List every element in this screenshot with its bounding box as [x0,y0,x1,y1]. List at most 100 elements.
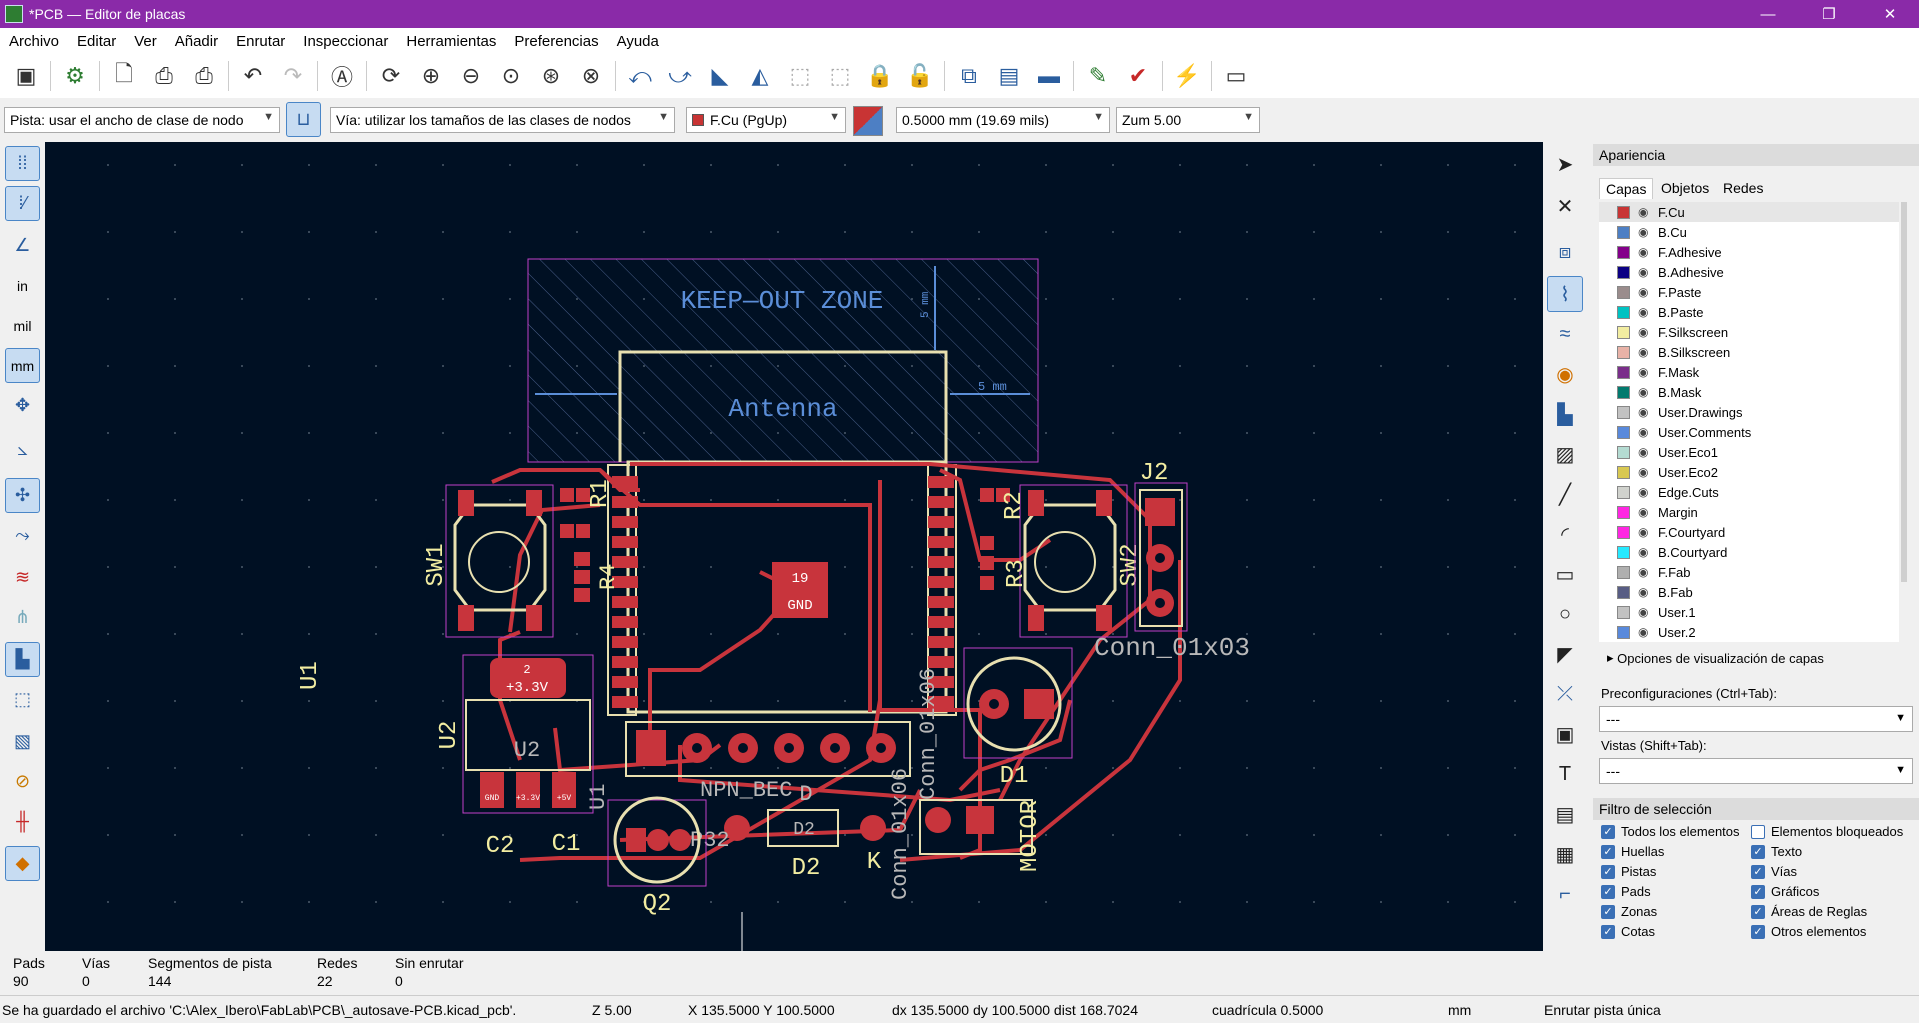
autoroute-icon[interactable]: ✎ [1088,63,1108,88]
filter-checkbox[interactable]: ✓Pads [1601,884,1651,899]
graphic-outline-icon[interactable]: ⊘ [14,771,31,791]
checkbox-checked-icon[interactable]: ✓ [1601,864,1615,879]
undo-icon[interactable]: ↶ [243,63,263,88]
add-text-icon[interactable]: T [1558,762,1572,785]
filter-checkbox[interactable]: ✓Vías [1751,864,1797,879]
layer-color-swatch[interactable] [1617,305,1630,319]
q2-body[interactable] [613,796,701,884]
units-mil-button[interactable]: mil [13,317,32,334]
maximize-button[interactable]: ❐ [1822,6,1836,23]
find-icon[interactable]: Ⓐ [330,65,353,90]
layer-color-swatch[interactable] [1617,285,1630,299]
layer-color-swatch[interactable] [1617,225,1630,239]
filter-checkbox[interactable]: ✓Zonas [1601,904,1657,919]
tune-length-icon[interactable]: ≈ [1559,322,1571,345]
zoom-selection-icon[interactable]: ⊗ [581,63,601,88]
checkbox-checked-icon[interactable]: ✓ [1751,924,1765,939]
eye-icon[interactable]: ◉ [1638,205,1649,219]
draw-line-icon[interactable]: ╱ [1558,483,1572,506]
add-footprint-icon[interactable]: ⧈ [1558,240,1572,263]
eye-icon[interactable]: ◉ [1638,505,1649,519]
layer-row[interactable]: ◉User.Comments [1599,422,1899,442]
layer-color-swatch[interactable] [1617,345,1630,359]
checkbox-unchecked-icon[interactable] [1751,824,1765,839]
via-outline-icon[interactable]: ⬚ [13,689,31,709]
views-select[interactable]: ---▼ [1599,758,1913,784]
polar-coords-icon[interactable]: ∠ [14,235,31,255]
filter-checkbox[interactable]: Elementos bloqueados [1751,824,1903,839]
menu-ayuda[interactable]: Ayuda [616,32,659,50]
layer-list-scrollbar[interactable] [1901,202,1907,582]
eye-icon[interactable]: ◉ [1638,625,1649,639]
layer-row[interactable]: ◉F.Courtyard [1599,522,1899,542]
eye-icon[interactable]: ◉ [1638,345,1649,359]
footprint-browser-icon[interactable]: ▤ [998,63,1020,88]
zoom-select[interactable]: Zum 5.00▼ [1116,107,1260,133]
layer-row[interactable]: ◉F.Silkscreen [1599,322,1899,342]
keepout-zone[interactable] [527,258,1039,463]
save-icon[interactable]: ▣ [15,63,37,88]
layer-color-swatch[interactable] [1617,245,1630,259]
refresh-icon[interactable]: ⟳ [381,63,401,88]
eye-icon[interactable]: ◉ [1638,465,1649,479]
curved-ratsnest-icon[interactable]: ⤳ [15,525,30,545]
rotate-cw-icon[interactable]: ⤻ [668,63,692,88]
u2-body[interactable] [465,699,591,771]
eye-icon[interactable]: ◉ [1638,405,1649,419]
ungroup-icon[interactable]: ⬚ [829,63,851,88]
add-dimension-icon[interactable]: ⤫ [1557,682,1573,705]
board-setup-icon[interactable]: ⚙ [65,63,85,88]
eye-icon[interactable]: ◉ [1638,485,1649,499]
draw-arc-icon[interactable]: ◜ [1561,523,1569,546]
layer-color-swatch[interactable] [1617,425,1630,439]
zoom-fit-icon[interactable]: ⊙ [501,63,521,88]
filter-checkbox[interactable]: ✓Texto [1751,844,1802,859]
text-outline-icon[interactable]: ╫ [16,811,29,831]
d1-body[interactable] [966,656,1062,752]
draw-polygon-icon[interactable]: ◤ [1557,643,1573,666]
layer-display-options[interactable]: ▸ Opciones de visualización de capas [1607,650,1824,666]
eye-icon[interactable]: ◉ [1638,445,1649,459]
layer-row[interactable]: ◉B.Mask [1599,382,1899,402]
eye-icon[interactable]: ◉ [1638,545,1649,559]
lock-icon[interactable]: 🔒 [866,63,894,88]
layer-row[interactable]: ◉B.Silkscreen [1599,342,1899,362]
layer-color-swatch[interactable] [1617,545,1630,559]
layer-row[interactable]: ◉F.Cu [1599,202,1899,222]
scripting-console-icon[interactable]: ▭ [1225,63,1247,88]
conn-header-body[interactable] [625,721,911,777]
ratsnest-icon[interactable]: ✣ [5,478,40,513]
layer-color-swatch[interactable] [1617,525,1630,539]
netlist-icon[interactable]: ⧉ [961,63,977,88]
page-settings-icon[interactable]: 🗋 [115,61,133,86]
grid-origin-icon[interactable]: ⌐ [1559,882,1571,905]
layer-pair-icon[interactable] [853,106,883,136]
motor-body[interactable] [919,799,1033,855]
layer-row[interactable]: ◉F.Fab [1599,562,1899,582]
schematic-icon[interactable]: ⚡ [1173,63,1201,88]
tab-capas[interactable]: Capas [1599,178,1654,199]
menu-herramientas[interactable]: Herramientas [406,32,497,50]
layer-color-swatch[interactable] [1617,605,1630,619]
route-track-icon[interactable]: ⌇ [1547,276,1583,312]
eye-icon[interactable]: ◉ [1638,365,1649,379]
eye-icon[interactable]: ◉ [1638,265,1649,279]
angle-icon[interactable]: ⦣ [17,439,28,459]
filter-checkbox[interactable]: ✓Pistas [1601,864,1656,879]
menu-ver[interactable]: Ver [134,32,157,50]
presets-select[interactable]: ---▼ [1599,706,1913,732]
unlock-icon[interactable]: 🔓 [906,63,934,88]
layer-row[interactable]: ◉User.Eco1 [1599,442,1899,462]
grid-dots-icon[interactable]: ⁞⁞ [5,146,40,181]
eye-icon[interactable]: ◉ [1638,285,1649,299]
checkbox-checked-icon[interactable]: ✓ [1751,884,1765,899]
eye-icon[interactable]: ◉ [1638,565,1649,579]
add-via-icon[interactable]: ◉ [1556,363,1574,386]
eye-icon[interactable]: ◉ [1638,245,1649,259]
layer-row[interactable]: ◉B.Paste [1599,302,1899,322]
layer-color-swatch[interactable] [1617,565,1630,579]
via-size-select[interactable]: Vía: utilizar los tamaños de las clases … [330,107,675,133]
cursor-icon[interactable]: ✥ [14,395,31,415]
close-button[interactable]: ✕ [1883,6,1897,23]
layer-color-swatch[interactable] [1617,465,1630,479]
